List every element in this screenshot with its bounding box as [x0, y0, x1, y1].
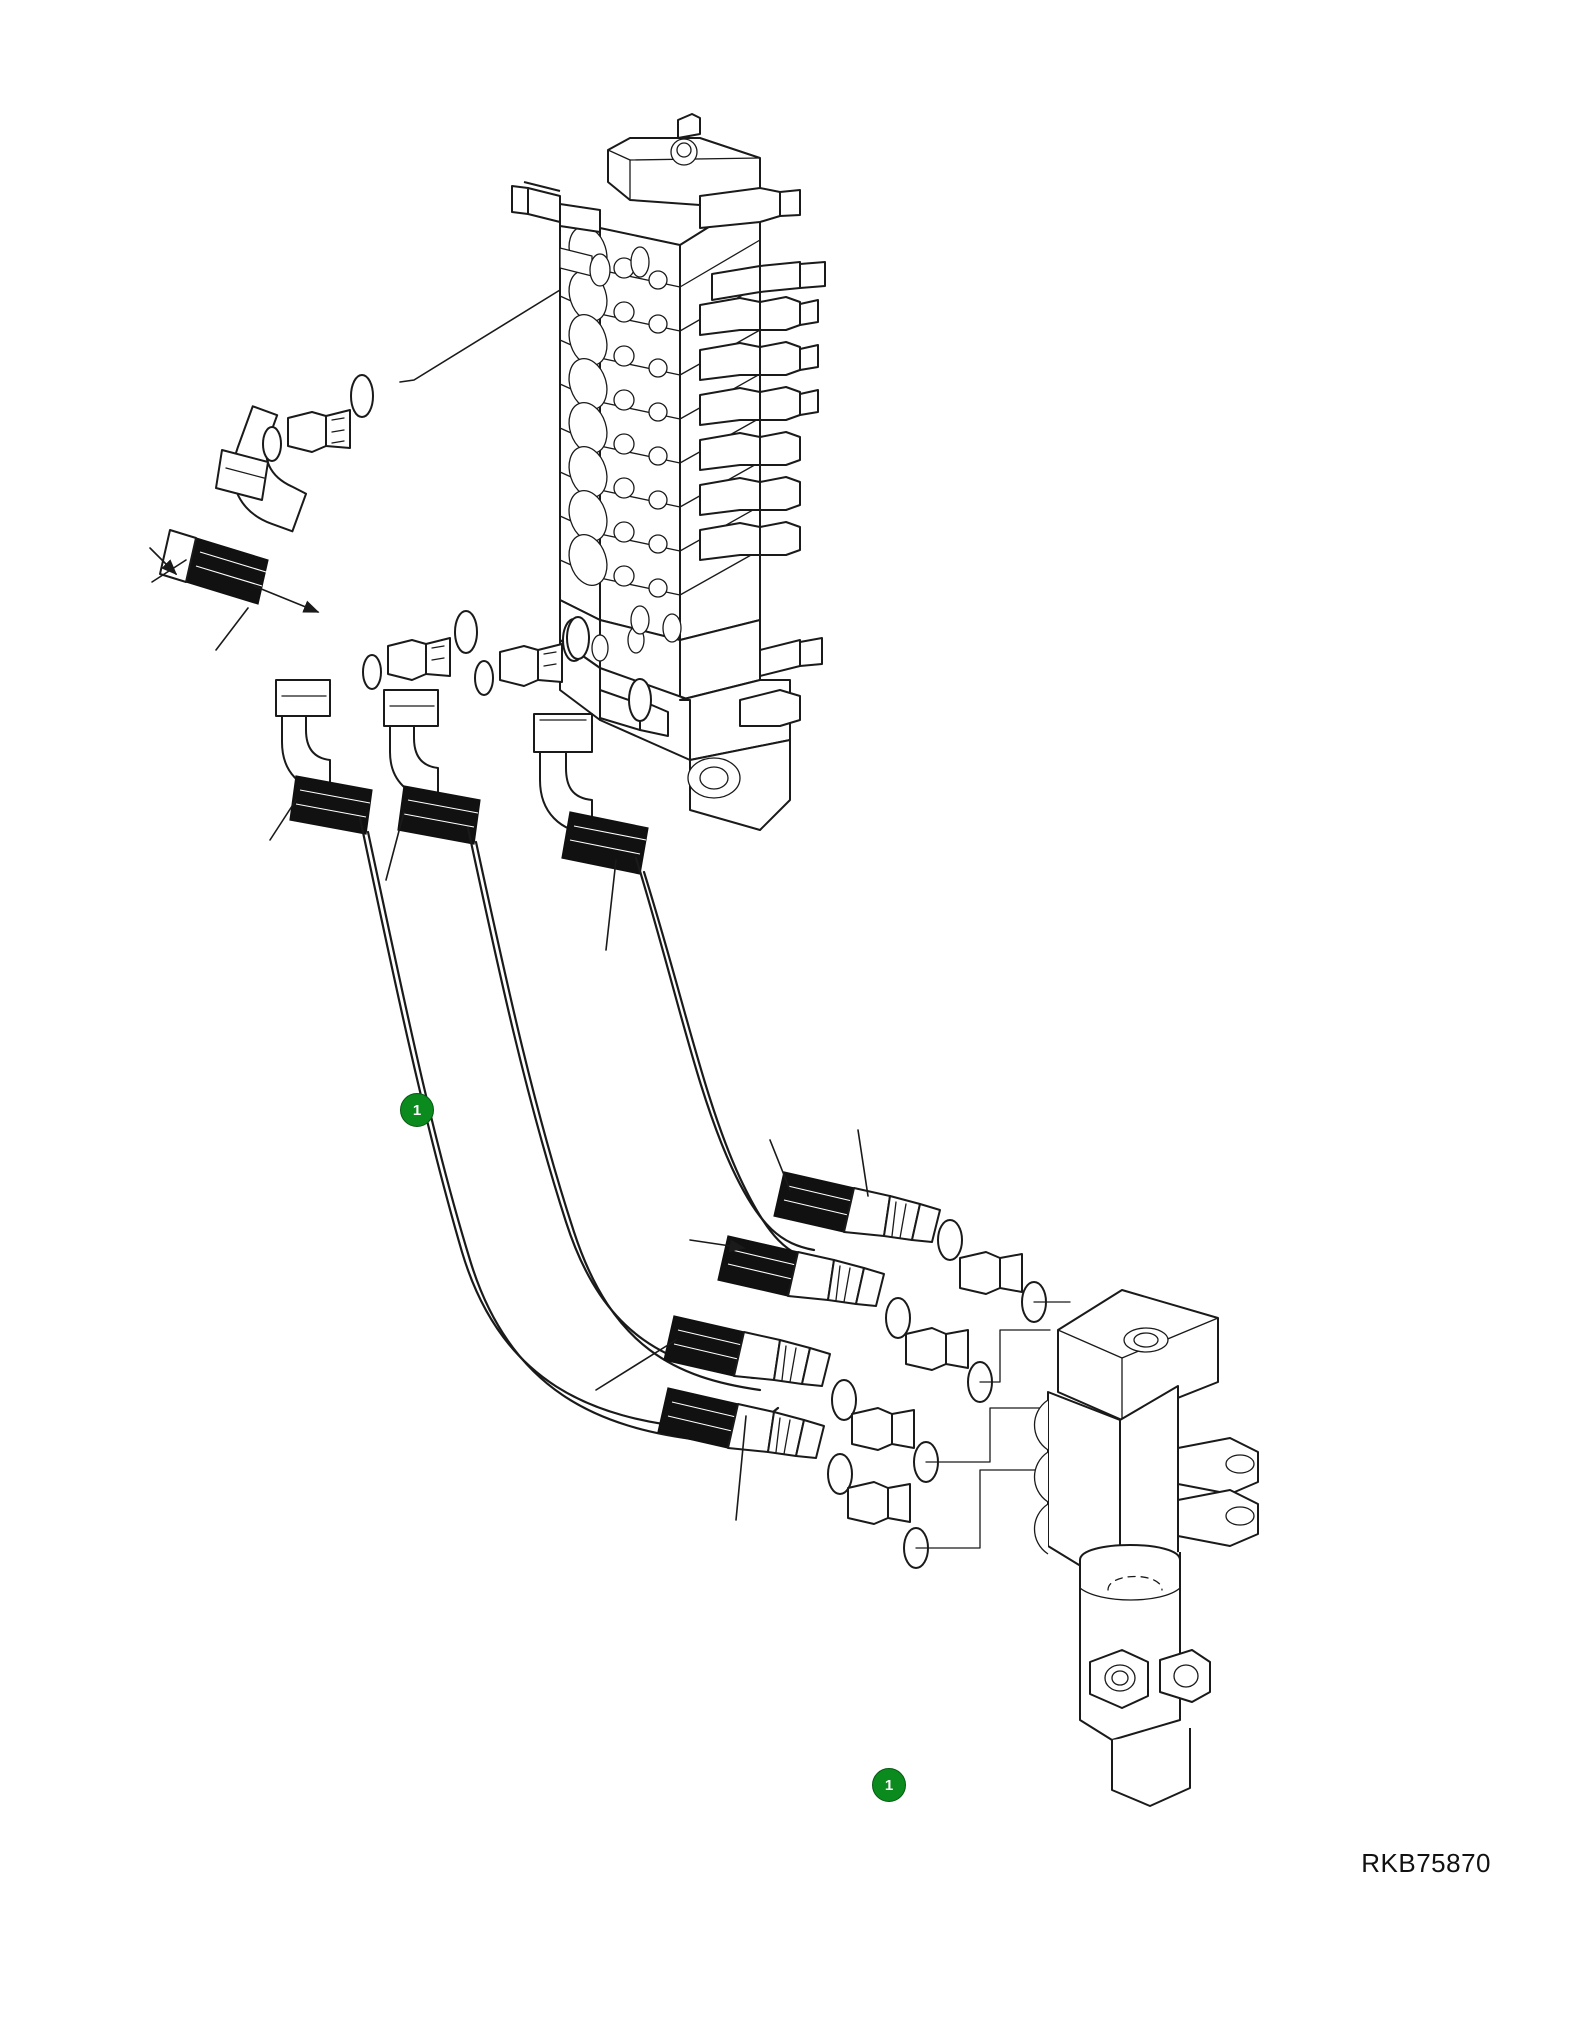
control-valve-stack [511, 113, 826, 831]
adapters-mid [362, 610, 652, 722]
callout-lower-1[interactable]: 1 [872, 1768, 906, 1802]
hose-end-group-lower [657, 1171, 941, 1459]
callout-upper-1[interactable]: 1 [400, 1093, 434, 1127]
connection-lines [915, 1301, 1071, 1549]
hose-mid-right [533, 713, 649, 875]
swivel-joint [1034, 1289, 1259, 1807]
valve-right-port-fittings [699, 187, 826, 561]
adapter-upper-left [262, 374, 374, 462]
hose-upper-left [159, 405, 308, 605]
hose-mid-center [383, 689, 481, 845]
valve-mid-ports [613, 257, 668, 598]
adapters-lower [827, 1219, 1047, 1569]
valve-top-left-fittings [511, 181, 650, 287]
hose-routing-curves [358, 816, 822, 1445]
drawing-number: RKB75870 [1361, 1848, 1491, 1878]
valve-left-ports [568, 226, 608, 586]
leader-lines [149, 289, 869, 1521]
hose-mid-left [275, 679, 373, 835]
